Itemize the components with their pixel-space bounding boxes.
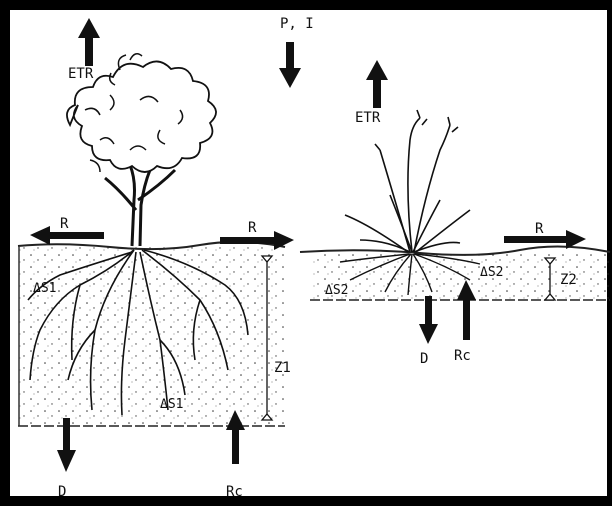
label-precip: P, I [280,16,314,32]
label-runoff-mid: R [248,220,257,236]
label-rise-grass: Rc [454,348,471,364]
label-rise-tree: Rc [226,484,243,500]
soil-profile-tree [18,246,285,426]
label-storage-grass: ΔS2 [325,283,348,298]
label-etr-grass: ETR [355,110,381,126]
label-runoff-right: R [535,221,544,237]
label-etr-tree: ETR [68,66,94,82]
label-runoff-left: R [60,216,69,232]
label-storage-tree: ΔS1 [33,281,56,296]
label-drainage-grass: D [420,351,428,367]
label-storage-grass-mid: ΔS2 [480,265,503,280]
label-depth-z2: Z2 [560,272,577,288]
label-drainage-tree: D [58,484,66,500]
label-depth-z1: Z1 [274,360,291,376]
label-storage-tree-lower: ΔS1 [160,397,183,412]
